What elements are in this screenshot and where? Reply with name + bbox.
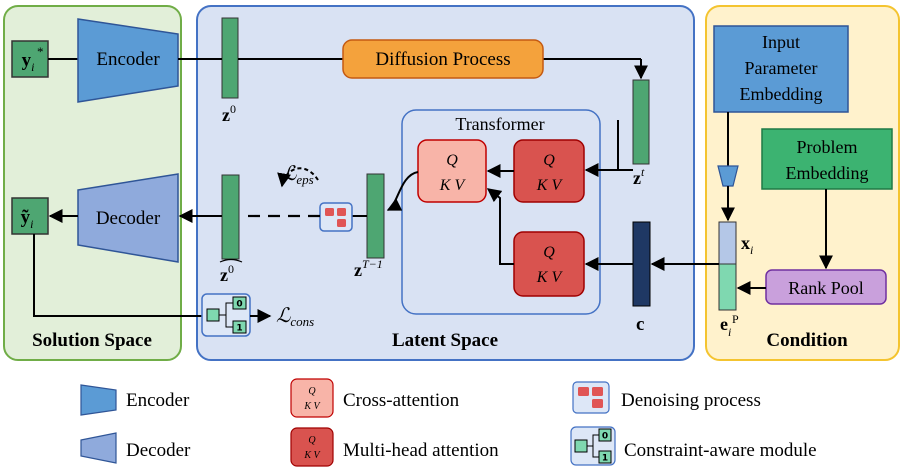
y-star-sup: *	[37, 44, 44, 59]
decoder-label: Decoder	[96, 208, 161, 229]
legend-decoder-label: Decoder	[126, 440, 191, 461]
xi-sub: i	[750, 243, 753, 257]
y-hat-box: ỹi	[11, 197, 49, 235]
zt-to-mha-arrow	[584, 120, 633, 177]
legend-multi-head: Q K V Multi-head attention	[290, 427, 499, 467]
l-eps-arrow	[277, 167, 319, 188]
svg-text:ℒcons: ℒcons	[276, 305, 314, 329]
mha-bottom-kv: K V	[536, 269, 564, 286]
legend-mha-kv: K V	[303, 450, 321, 461]
legend-constraint: 0 1 Constraint-aware module	[570, 426, 817, 466]
svg-text:zt: zt	[633, 165, 645, 188]
problem-line2: Embedding	[786, 163, 869, 183]
input-param-line2: Parameter	[745, 58, 818, 78]
problem-line1: Problem	[797, 137, 858, 157]
svg-text:ỹi: ỹi	[21, 207, 34, 231]
y-star-symbol: y	[22, 50, 32, 71]
ei-sub: i	[728, 325, 731, 339]
y-hat-symbol: ỹ	[21, 207, 31, 228]
svg-text:1: 1	[236, 324, 242, 334]
diffusion-label: Diffusion Process	[375, 49, 510, 70]
legend-denoising: Denoising process	[572, 381, 761, 414]
mha-bottom-q: Q	[543, 244, 555, 261]
legend-denoising-label: Denoising process	[621, 390, 761, 411]
encoder-label: Encoder	[96, 49, 160, 70]
mha-bottom-to-crossattn-arrow	[486, 188, 514, 265]
c-symbol: c	[636, 314, 644, 335]
z0-vector: z0	[221, 17, 239, 125]
decoder-block: Decoder	[77, 173, 179, 263]
diffusion-process-block: Diffusion Process	[342, 39, 544, 79]
ei-symbol: e	[720, 314, 728, 334]
encoder-block: Encoder	[77, 18, 179, 103]
condition-label: Condition	[766, 330, 848, 351]
zT1-symbol: z	[354, 260, 362, 280]
mha-top-block: Q K V	[513, 139, 585, 203]
yhat-to-constraint-line	[33, 234, 202, 317]
legend-cross-attention-label: Cross-attention	[343, 390, 460, 411]
z0-symbol: z	[222, 105, 230, 125]
cross-attn-q: Q	[446, 152, 458, 169]
xi-symbol: x	[741, 233, 750, 253]
input-parameter-embedding-block: Input Parameter Embedding	[713, 25, 849, 113]
legend-cross-kv: K V	[303, 401, 321, 412]
cross-attn-kv: K V	[439, 177, 467, 194]
legend: Encoder Decoder Q K V Cross-attention Q …	[80, 378, 817, 467]
legend-multi-head-label: Multi-head attention	[343, 440, 499, 461]
zt-sup: t	[641, 165, 645, 179]
l-eps-sub: eps	[296, 172, 313, 187]
legend-cross-attention: Q K V Cross-attention	[290, 378, 460, 418]
problem-embedding-block: Problem Embedding	[761, 128, 893, 190]
crossattn-to-zT1-arrow	[386, 171, 419, 211]
mha-top-kv: K V	[536, 177, 564, 194]
solution-space-label: Solution Space	[32, 330, 152, 351]
legend-mha-q: Q	[308, 435, 316, 446]
solution-space-panel: Solution Space	[3, 5, 182, 361]
l-cons-sub: cons	[290, 314, 314, 329]
ei-sup: P	[732, 312, 739, 326]
y-hat-sub: i	[30, 217, 33, 231]
svg-text:xi: xi	[741, 233, 753, 257]
legend-decoder: Decoder	[80, 432, 191, 464]
zt-symbol: z	[633, 168, 641, 188]
y-star-box: yi *	[11, 40, 49, 78]
svg-text:z0: z0	[222, 102, 236, 125]
svg-text:0: 0	[602, 432, 608, 442]
xi-ei-vector: xi ei P	[718, 221, 753, 339]
legend-encoder: Encoder	[80, 384, 190, 416]
zT1-vector: zT−1	[354, 173, 385, 280]
mha-top-q: Q	[543, 152, 555, 169]
svg-text:ei: ei	[720, 314, 731, 339]
denoising-icon	[319, 202, 353, 232]
svg-text:0: 0	[236, 300, 242, 310]
z0-sup: 0	[230, 102, 236, 116]
input-param-line1: Input	[762, 32, 800, 52]
svg-text:yi: yi	[22, 50, 35, 74]
transformer-label: Transformer	[455, 114, 544, 134]
y-star-sub: i	[31, 60, 34, 74]
legend-encoder-label: Encoder	[126, 390, 190, 411]
latent-space-label: Latent Space	[392, 330, 498, 351]
z0-hat-symbol: z	[220, 265, 228, 285]
l-eps-symbol: ℒ	[282, 163, 297, 185]
legend-constraint-label: Constraint-aware module	[624, 440, 817, 461]
constraint-module-icon: 0 1	[201, 293, 251, 337]
svg-text:1: 1	[602, 454, 608, 464]
rank-pool-block: Rank Pool	[765, 269, 887, 305]
input-param-line3: Embedding	[740, 84, 823, 104]
zT1-sup: T−1	[362, 257, 383, 271]
rank-pool-label: Rank Pool	[788, 278, 864, 298]
z0-hat-sup: 0	[228, 262, 234, 276]
svg-text:zT−1: zT−1	[354, 257, 383, 280]
svg-text:z0: z0	[220, 262, 234, 285]
cross-attention-block: Q K V	[417, 139, 487, 203]
mha-bottom-block: Q K V	[513, 231, 585, 297]
legend-cross-q: Q	[308, 386, 316, 397]
zt-vector: zt	[632, 79, 650, 188]
svg-text:ℒeps: ℒeps	[282, 163, 314, 187]
mini-encoder-icon	[717, 165, 739, 187]
l-cons-symbol: ℒ	[276, 305, 291, 327]
